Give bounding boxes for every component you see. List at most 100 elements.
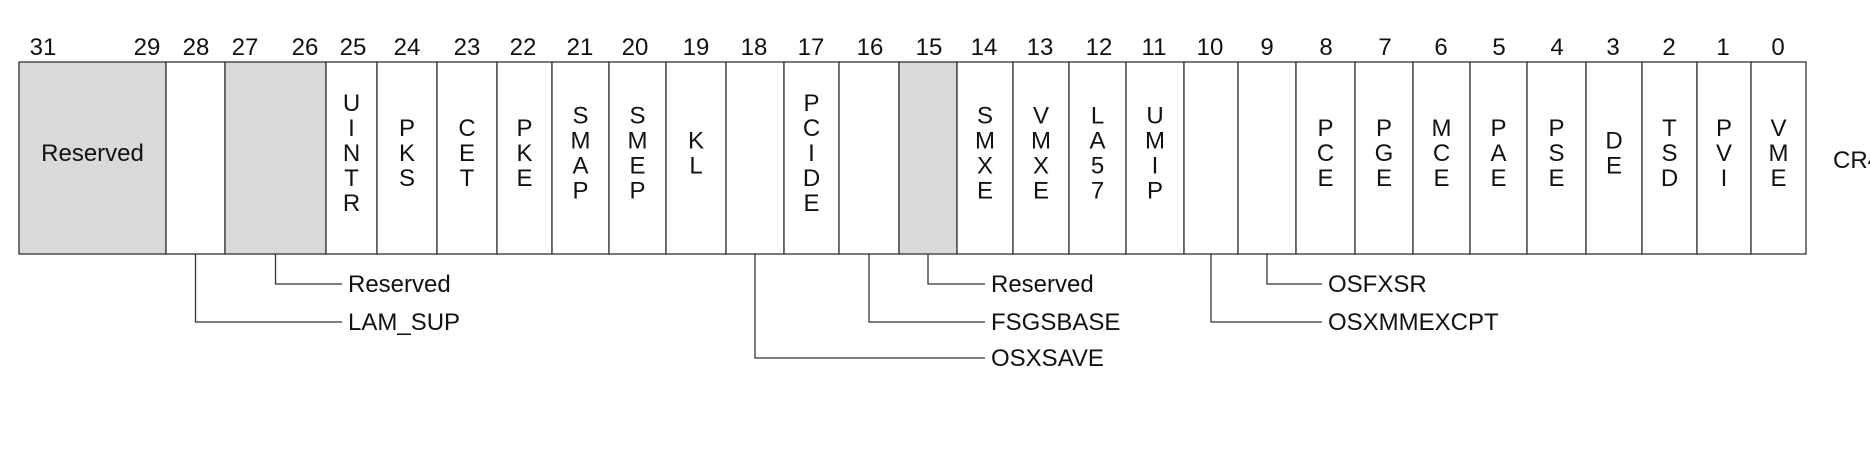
register-name: CR4 (1833, 147, 1870, 174)
bit-cell-28 (165, 61, 226, 255)
callout-line-18 (754, 254, 985, 359)
bit-number-5: 5 (1492, 34, 1505, 61)
callout-line-15 (927, 254, 985, 285)
bit-number-19: 19 (683, 34, 710, 61)
bit-cell-0 (1750, 61, 1807, 255)
callout-line-28 (194, 254, 342, 323)
bit-cell-1 (1696, 61, 1752, 255)
bit-number-4: 4 (1550, 34, 1563, 61)
bit-number-24: 24 (394, 34, 421, 61)
bit-cell-12 (1068, 61, 1127, 255)
bit-cell-23 (436, 61, 498, 255)
bit-number-28: 28 (183, 34, 210, 61)
bit-cell-24 (376, 61, 438, 255)
bit-number-0: 0 (1771, 34, 1784, 61)
bit-cell-21 (551, 61, 610, 255)
bit-number-25: 25 (340, 34, 367, 61)
bit-cell-31-29 (18, 61, 167, 255)
bit-number-3: 3 (1606, 34, 1619, 61)
field-label-31-29: Reserved (41, 140, 144, 167)
callout-label-reserved: Reserved (348, 271, 451, 298)
bit-cell-4 (1526, 61, 1587, 255)
bit-cell-11 (1125, 61, 1185, 255)
callout-label-osxmmexcpt: OSXMMEXCPT (1328, 309, 1499, 336)
bit-number-20: 20 (622, 34, 649, 61)
register-cells (18, 61, 1807, 255)
bit-number-18: 18 (741, 34, 768, 61)
bit-number-6: 6 (1434, 34, 1447, 61)
callout-line-9 (1266, 254, 1322, 285)
bit-number-16: 16 (857, 34, 884, 61)
bit-cell-22 (496, 61, 553, 255)
callout-label-reserved: Reserved (991, 271, 1094, 298)
bit-cell-5 (1469, 61, 1528, 255)
bit-number-8: 8 (1319, 34, 1332, 61)
bit-number-17: 17 (798, 34, 825, 61)
bit-number-27: 27 (232, 34, 259, 61)
bit-cell-9 (1237, 61, 1297, 255)
bit-number-1: 1 (1716, 34, 1729, 61)
bit-cell-19 (665, 61, 727, 255)
bit-cell-10 (1183, 61, 1239, 255)
bit-cell-14 (956, 61, 1014, 255)
bit-cell-25 (325, 61, 378, 255)
callout-label-lam-sup: LAM_SUP (348, 309, 460, 336)
callout-label-fsgsbase: FSGSBASE (991, 309, 1120, 336)
bit-cell-3 (1585, 61, 1643, 255)
bit-number-31: 31 (30, 34, 57, 61)
bit-number-14: 14 (971, 34, 998, 61)
bit-number-22: 22 (510, 34, 537, 61)
bit-number-26: 26 (292, 34, 319, 61)
bit-number-9: 9 (1260, 34, 1273, 61)
bit-number-12: 12 (1086, 34, 1113, 61)
bit-cell-27-26 (224, 61, 327, 255)
bit-number-23: 23 (454, 34, 481, 61)
bit-cell-16 (838, 61, 900, 255)
bit-number-7: 7 (1378, 34, 1391, 61)
callout-lines: ReservedLAM_SUPOSXSAVEFSGSBASEReservedOS… (194, 254, 1499, 372)
bit-cell-6 (1412, 61, 1471, 255)
bit-cell-8 (1295, 61, 1356, 255)
bit-number-15: 15 (916, 34, 943, 61)
bit-cell-2 (1641, 61, 1698, 255)
callout-line-10 (1210, 254, 1322, 323)
bit-number-2: 2 (1662, 34, 1675, 61)
bit-number-13: 13 (1027, 34, 1054, 61)
bit-number-29: 29 (134, 34, 161, 61)
callout-line-27-26 (274, 254, 342, 285)
bit-number-10: 10 (1197, 34, 1224, 61)
bit-cell-15 (898, 61, 958, 255)
bit-cell-20 (608, 61, 667, 255)
callout-line-16 (868, 254, 985, 323)
callout-label-osfxsr: OSFXSR (1328, 271, 1427, 298)
bit-cell-17 (783, 61, 840, 255)
bit-number-11: 11 (1142, 34, 1167, 61)
bit-number-21: 21 (567, 34, 594, 61)
callout-label-osxsave: OSXSAVE (991, 345, 1104, 372)
